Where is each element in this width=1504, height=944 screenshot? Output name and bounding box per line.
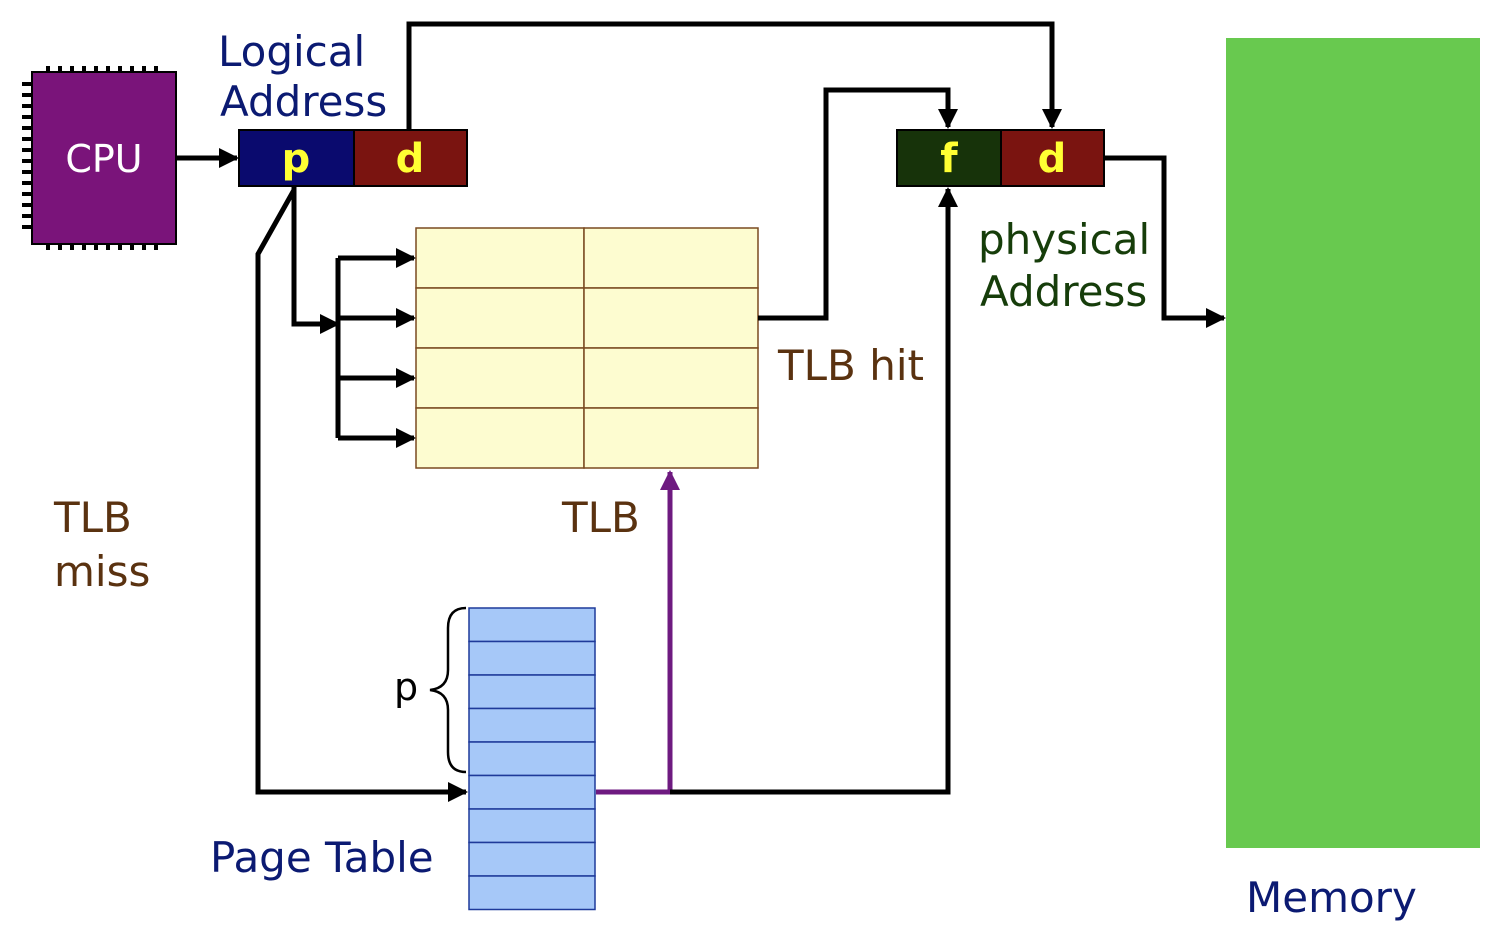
page-table-row — [468, 841, 596, 877]
page-table-row — [468, 674, 596, 710]
tlb-cell — [583, 287, 759, 349]
memory-label: Memory — [1246, 873, 1417, 922]
page-table — [468, 607, 596, 911]
physical-address-label-line2: Address — [980, 267, 1147, 316]
logical-page-text: p — [282, 136, 311, 182]
physical-to-memory-arrow — [1104, 155, 1226, 328]
page-to-tlb-wire — [291, 186, 340, 334]
tlb-cell — [415, 287, 585, 349]
page-table-row — [468, 808, 596, 844]
page-table-row — [468, 741, 596, 777]
physical-address-label-line1: physical — [978, 215, 1150, 264]
tlb-cell — [583, 347, 759, 409]
physical-offset-text: d — [1038, 136, 1067, 182]
physical-offset-cell — [1000, 129, 1105, 187]
page-table-brace-label: p — [394, 665, 418, 709]
logical-offset-text: d — [396, 136, 425, 182]
tlb-table — [415, 227, 759, 469]
tlb-cell — [583, 227, 759, 289]
tlb-hit-label: TLB hit — [777, 341, 924, 390]
cpu-label: CPU — [65, 137, 142, 181]
tlb-cell — [583, 407, 759, 469]
offset-bypass-arrow — [406, 21, 1062, 130]
logical-address-label-line1: Logical — [218, 27, 365, 76]
page-table-row — [468, 774, 596, 810]
tlb-cell — [415, 347, 585, 409]
cpu-chip: CPU — [22, 66, 177, 250]
page-table-row — [468, 640, 596, 676]
page-table-row — [468, 607, 596, 643]
physical-frame-text: f — [940, 136, 958, 182]
tlb-miss-path — [255, 188, 468, 802]
page-table-to-frame-arrow — [670, 187, 958, 795]
memory-block — [1226, 38, 1480, 848]
tlb-cell — [415, 407, 585, 469]
tlb-miss-label-line1: TLB — [53, 493, 132, 542]
logical-offset-cell — [353, 129, 468, 187]
page-table-row — [468, 707, 596, 743]
logical-page-cell — [238, 129, 355, 187]
page-table-row — [468, 875, 596, 911]
tlb-hit-path — [758, 87, 958, 321]
tlb-miss-label-line2: miss — [54, 547, 150, 596]
logical-address-label-line2: Address — [220, 77, 387, 126]
tlb-cell — [415, 227, 585, 289]
tlb-label: TLB — [561, 493, 640, 542]
page-table-brace — [429, 606, 467, 774]
page-table-label: Page Table — [210, 833, 434, 882]
